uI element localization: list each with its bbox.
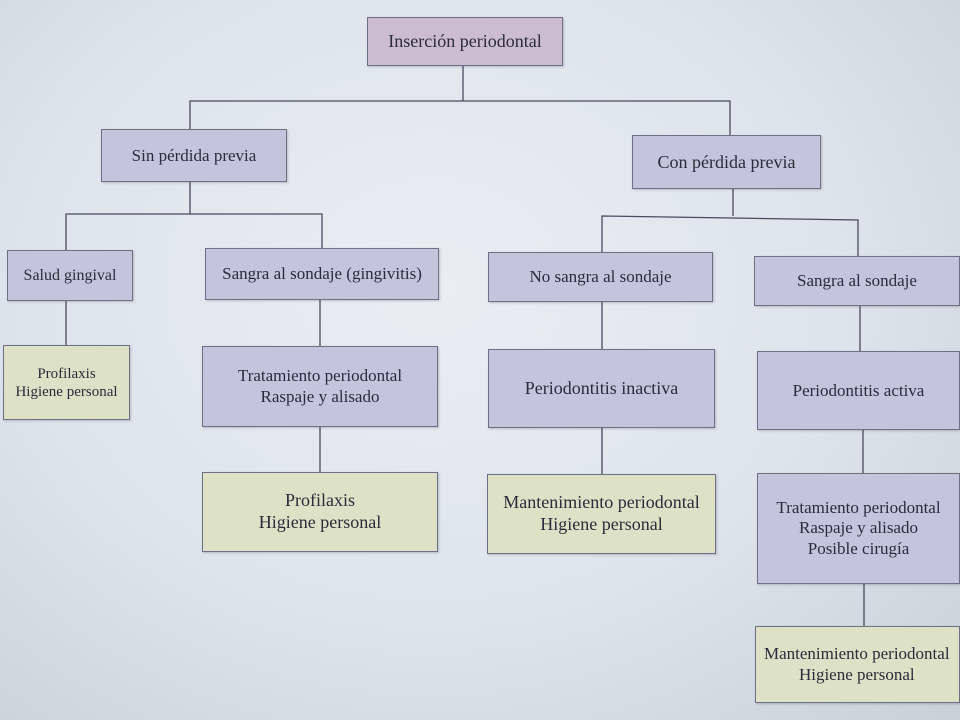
salud-result-line2: Higiene personal [15,383,118,400]
node-sangra-result: Mantenimiento periodontal Higiene person… [755,626,960,703]
node-con-perdida-previa: Con pérdida previa [632,135,821,189]
connector-left-children [65,213,323,250]
node-gingivitis: Sangra al sondaje (gingivitis) [205,248,439,300]
connector-right-children [601,215,859,256]
sangra-treatment-line1: Tratamiento periodontal [776,497,941,517]
no-sangra-label: No sangra al sondaje [529,267,672,286]
nosangra-result-line2: Higiene personal [540,514,663,534]
root-node: Inserción periodontal [367,17,563,66]
gingivitis-label: Sangra al sondaje (gingivitis) [222,264,422,283]
con-perdida-label: Con pérdida previa [657,151,796,172]
connector-root-branches [189,100,731,155]
sangra-result-line1: Mantenimiento periodontal [764,644,950,664]
node-no-sangra-al-sondaje: No sangra al sondaje [488,252,713,302]
node-gingivitis-treatment: Tratamiento periodontal Raspaje y alisad… [202,346,438,427]
node-salud-gingival: Salud gingival [7,250,133,301]
periodontitis-activa-label: Periodontitis activa [792,380,925,400]
node-gingivitis-result: Profilaxis Higiene personal [202,472,438,552]
gingivitis-treatment-line1: Tratamiento periodontal [237,366,403,386]
sangra-label: Sangra al sondaje [797,271,917,290]
gingivitis-treatment-line2: Raspaje y alisado [260,386,380,406]
gingivitis-result-line2: Higiene personal [258,512,382,532]
sin-perdida-label: Sin pérdida previa [131,145,257,165]
gingivitis-result-line1: Profilaxis [285,490,355,511]
root-label: Inserción periodontal [388,31,542,51]
sangra-treatment-line2: Raspaje y alisado [799,518,918,538]
periodontitis-inactiva-label: Periodontitis inactiva [524,378,679,398]
sangra-result-line2: Higiene personal [798,664,915,684]
node-periodontitis-activa: Periodontitis activa [757,351,960,430]
sangra-treatment-line3: Posible cirugía [807,538,910,558]
salud-result-line1: Profilaxis [37,365,96,382]
node-sangra-treatment: Tratamiento periodontal Raspaje y alisad… [757,473,960,584]
node-salud-result: Profilaxis Higiene personal [3,345,130,420]
node-periodontitis-inactiva: Periodontitis inactiva [488,349,715,428]
salud-gingival-label: Salud gingival [23,266,117,284]
nosangra-result-line1: Mantenimiento periodontal [503,492,700,513]
node-sangra-al-sondaje: Sangra al sondaje [754,256,960,306]
node-sin-perdida-previa: Sin pérdida previa [101,129,287,182]
node-nosangra-result: Mantenimiento periodontal Higiene person… [487,474,716,554]
